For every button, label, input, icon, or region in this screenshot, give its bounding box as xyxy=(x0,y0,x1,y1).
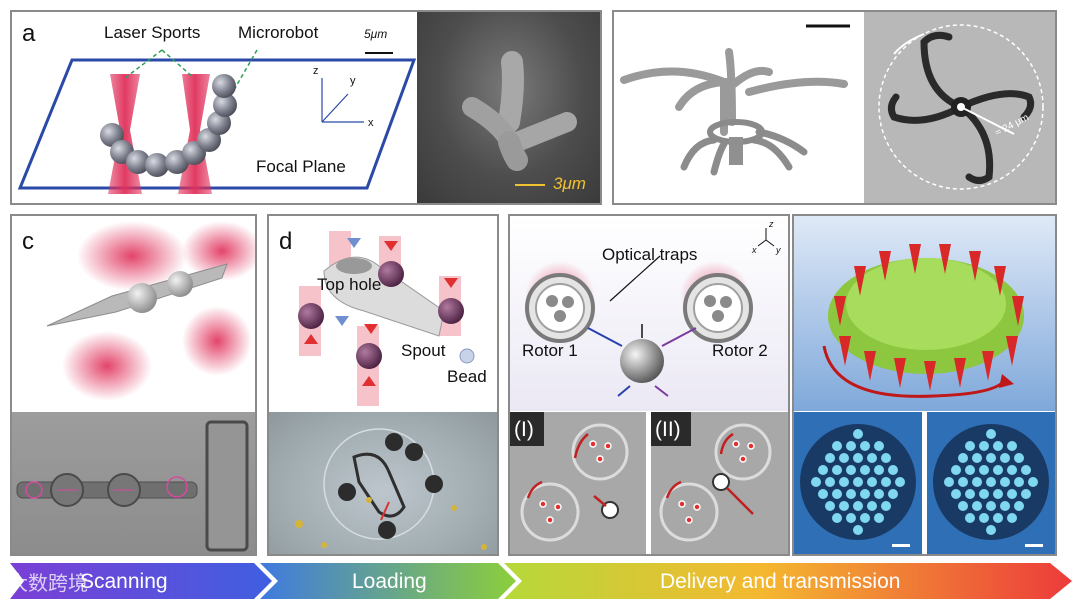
scanning-diagram xyxy=(46,221,255,401)
loading-micrograph xyxy=(269,412,497,554)
panel-c-label: c xyxy=(22,228,34,255)
stage-ii-label: (II) xyxy=(655,418,681,441)
stage-delivery: Delivery and transmission xyxy=(660,570,901,593)
loading-diagram xyxy=(298,231,475,406)
focal-plane-diagram xyxy=(17,49,417,194)
panel-d: d Top hole Spout xyxy=(267,214,499,556)
stage-arrows xyxy=(10,563,1072,599)
e-axis-z-label: z xyxy=(769,219,774,229)
transmission-diagram xyxy=(794,216,1055,411)
panel-f: f xyxy=(792,214,1057,556)
panel-e: e xyxy=(508,214,790,556)
array-micrograph-2 xyxy=(927,412,1055,554)
e-axis-y-label: y xyxy=(776,245,781,255)
axis-z-label: z xyxy=(313,65,319,77)
focal-plane-label: Focal Plane xyxy=(256,157,346,176)
panel-a-label: a xyxy=(22,20,36,47)
stage-loading: Loading xyxy=(352,570,427,593)
sem-image-microrobot: 3μm xyxy=(417,12,600,203)
rotor1-label: Rotor 1 xyxy=(522,341,578,360)
rotor2-label: Rotor 2 xyxy=(712,341,768,360)
top-hole-label: Top hole xyxy=(317,275,382,294)
sem-scale-bar xyxy=(515,184,545,186)
bead-label: Bead xyxy=(447,367,487,386)
panel-b: b xyxy=(612,10,1057,205)
laser-sports-label: Laser Sports xyxy=(104,23,201,42)
watermark: 大数跨境 xyxy=(8,571,88,595)
xyz-axes xyxy=(321,78,364,123)
scale-label-top: 5μm xyxy=(364,27,388,41)
axis-x-label: x xyxy=(368,117,374,129)
delivery-diagram xyxy=(510,216,788,411)
array-micrograph-1 xyxy=(794,412,922,554)
stage-scanning: Scanning xyxy=(80,570,168,593)
panel-c: c xyxy=(10,214,257,556)
sem-scale-label: 3μm xyxy=(553,174,586,193)
rotor-micrograph: ≈ 24 μm xyxy=(864,12,1055,203)
panel-d-label: d xyxy=(279,228,293,255)
scanning-micrograph xyxy=(12,412,255,554)
spout-label: Spout xyxy=(401,341,446,360)
sem-image-rotor xyxy=(614,12,864,203)
microrobot-label: Microrobot xyxy=(238,23,319,42)
delivery-micrograph-2: (II) xyxy=(651,412,788,554)
panel-a: a xyxy=(10,10,602,205)
axis-y-label: y xyxy=(350,75,356,87)
delivery-micrograph-1: (I) xyxy=(510,412,646,554)
optical-traps-label: Optical traps xyxy=(602,245,698,264)
stage-i-label: (I) xyxy=(514,418,534,441)
microrobot-spheres xyxy=(100,74,237,177)
e-axis-x-label: x xyxy=(752,245,757,255)
